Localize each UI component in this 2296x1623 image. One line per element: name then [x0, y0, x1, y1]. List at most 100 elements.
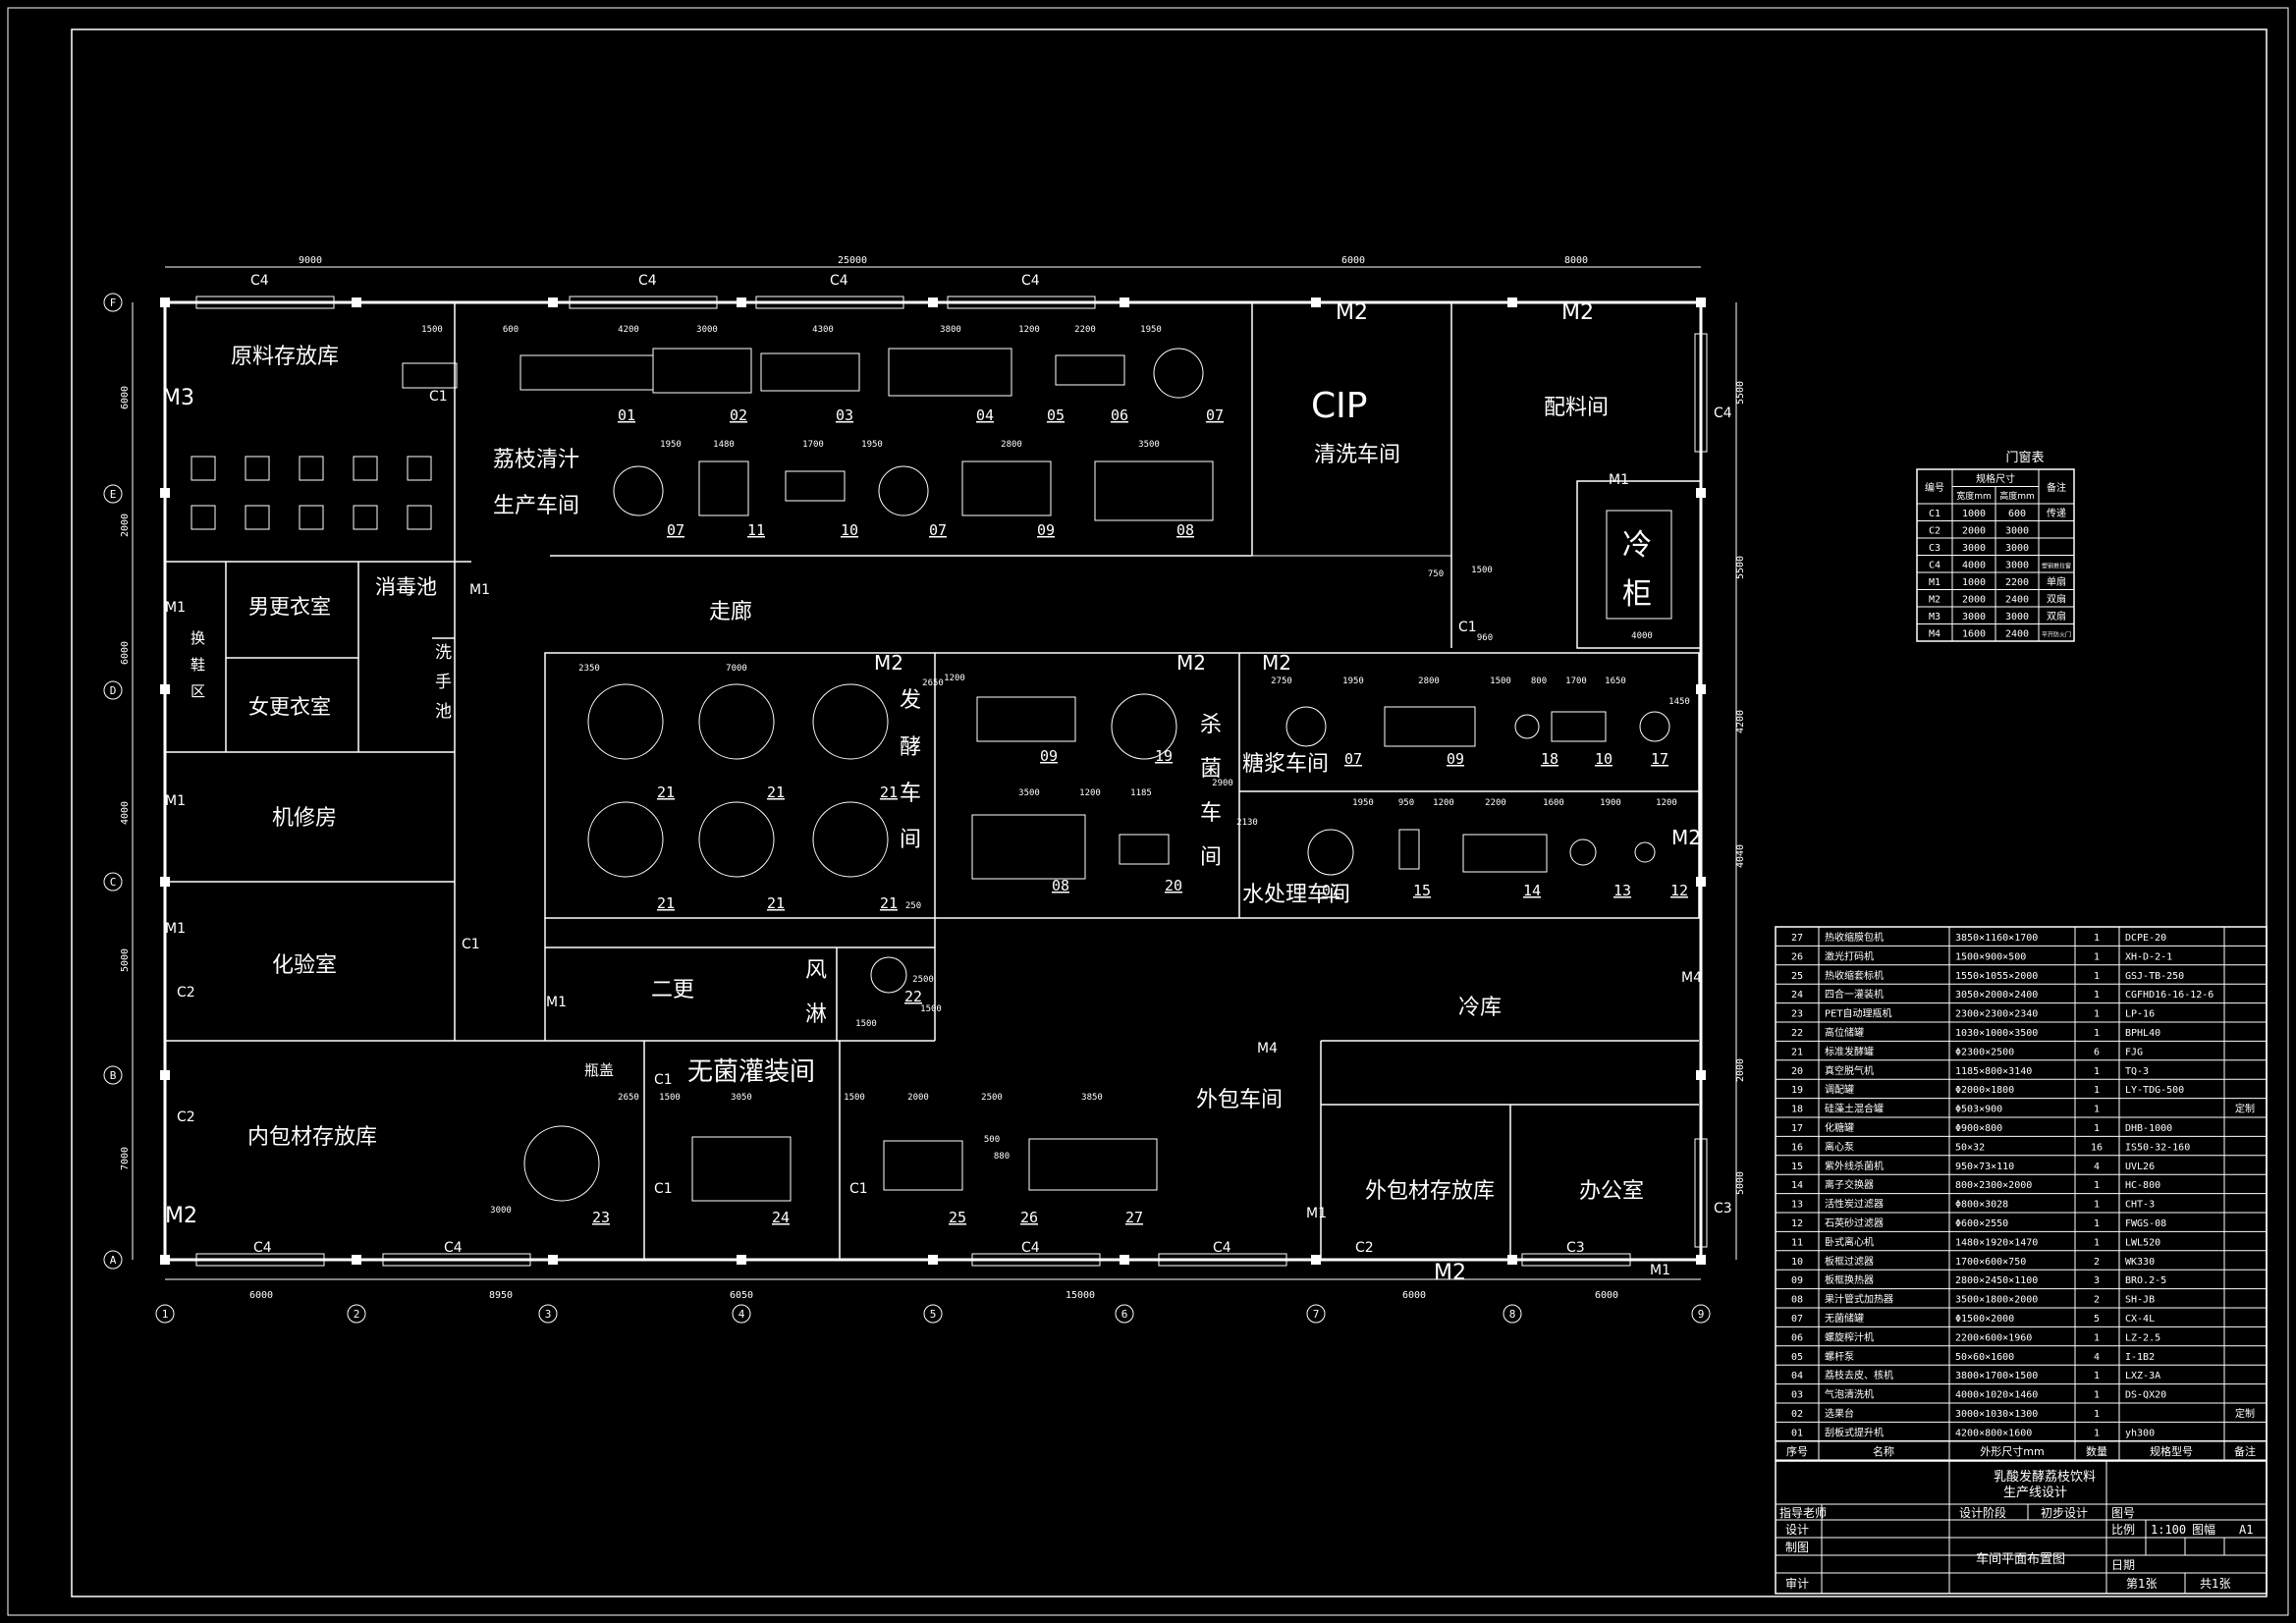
svg-text:板框过滤器: 板框过滤器 — [1825, 1255, 1874, 1268]
equipment-number: 17 — [1651, 750, 1668, 768]
svg-text:M1: M1 — [1929, 577, 1941, 588]
room-handwash-1: 洗 — [435, 643, 452, 663]
svg-text:1185×800×3140: 1185×800×3140 — [1955, 1066, 2032, 1077]
svg-text:08: 08 — [1791, 1295, 1803, 1306]
dimension-lines — [132, 266, 1737, 1280]
dimension-misc: 2650 — [618, 1093, 639, 1103]
svg-text:3050×2000×2400: 3050×2000×2400 — [1955, 990, 2038, 1001]
room-cold-cabinet-2: 柜 — [1622, 577, 1652, 612]
dimension-misc: 2200 — [1485, 798, 1506, 808]
equipment-number: 21 — [657, 784, 675, 801]
svg-text:1700×600×750: 1700×600×750 — [1955, 1257, 2026, 1268]
svg-text:1600: 1600 — [1962, 629, 1986, 640]
dimension-misc: 1185 — [1130, 788, 1152, 798]
room-aseptic: 无菌灌装间 — [687, 1057, 815, 1087]
dimension-misc: 880 — [994, 1152, 1010, 1162]
dimension-misc: 4000 — [1631, 631, 1653, 641]
room-change2: 二更 — [651, 978, 694, 1002]
svg-text:外形尺寸mm: 外形尺寸mm — [1980, 1444, 2044, 1458]
window-c4-4: C4 — [1021, 273, 1040, 289]
svg-text:离心泵: 离心泵 — [1825, 1140, 1854, 1153]
grid-row-F: F — [103, 293, 123, 312]
svg-text:序号: 序号 — [1786, 1444, 1808, 1458]
window-c3-2: C3 — [1714, 1201, 1732, 1217]
svg-text:定制: 定制 — [2235, 1407, 2255, 1420]
svg-text:Φ600×2550: Φ600×2550 — [1955, 1218, 2008, 1229]
room-handwash-3: 池 — [435, 702, 452, 722]
svg-text:Φ900×800: Φ900×800 — [1955, 1123, 2002, 1134]
svg-text:05: 05 — [1791, 1352, 1803, 1363]
door-m1-shoe: M1 — [165, 600, 186, 616]
tb-total: 共1张 — [2200, 1577, 2231, 1591]
tb-drawing-no: 图号 — [2111, 1506, 2135, 1520]
svg-text:FWGS-08: FWGS-08 — [2125, 1218, 2166, 1229]
svg-text:20: 20 — [1791, 1066, 1803, 1077]
room-labels: 原料存放库 荔枝清汁 生产车间 CIP 清洗车间 配料间 冷 柜 走廊 男更衣室… — [191, 345, 1652, 1204]
grid-row-D: D — [103, 680, 123, 700]
window-c1-4: C1 — [654, 1072, 673, 1088]
svg-text:LXZ-3A: LXZ-3A — [2125, 1371, 2160, 1381]
door-table-title: 门窗表 — [2005, 450, 2044, 465]
dimension-misc: 3500 — [1018, 788, 1040, 798]
svg-text:1: 1 — [2094, 1105, 2100, 1115]
top-dimension: 6000 — [1341, 255, 1365, 266]
svg-text:1: 1 — [2094, 933, 2100, 944]
svg-text:2400: 2400 — [2005, 595, 2029, 606]
svg-text:双扇: 双扇 — [2047, 593, 2066, 606]
svg-text:600: 600 — [2008, 509, 2026, 519]
svg-text:高位储罐: 高位储罐 — [1825, 1026, 1864, 1039]
door-marks: M2 M2 M3 M2 M2 M2 M2 M2 M2 M1 M1 M1 M1 M… — [162, 273, 1732, 1285]
door-m1-repair: M1 — [165, 793, 186, 809]
door-m1-office: M1 — [1650, 1263, 1670, 1278]
grid-col-label: 1 — [162, 1308, 169, 1321]
svg-text:CHT-3: CHT-3 — [2125, 1200, 2155, 1211]
dimension-misc: 1650 — [1605, 676, 1626, 686]
svg-text:1: 1 — [2094, 1237, 2100, 1248]
dimension-misc: 3850 — [1081, 1093, 1103, 1103]
svg-text:DHB-1000: DHB-1000 — [2125, 1123, 2172, 1134]
dimension-misc: 2500 — [981, 1093, 1003, 1103]
right-dimension: 2000 — [1735, 1058, 1746, 1082]
window-c2-1: C2 — [177, 985, 195, 1001]
svg-text:DCPE-20: DCPE-20 — [2125, 933, 2166, 944]
svg-text:1: 1 — [2094, 1428, 2100, 1438]
window-c4-3: C4 — [830, 273, 848, 289]
svg-text:4200×800×1600: 4200×800×1600 — [1955, 1428, 2032, 1438]
svg-text:4000×1020×1460: 4000×1020×1460 — [1955, 1390, 2038, 1401]
svg-text:1480×1920×1470: 1480×1920×1470 — [1955, 1237, 2038, 1248]
svg-text:11: 11 — [1791, 1237, 1803, 1248]
svg-text:02: 02 — [1791, 1409, 1803, 1420]
svg-text:22: 22 — [1791, 1028, 1803, 1039]
svg-text:1: 1 — [2094, 1218, 2100, 1229]
tb-scale-label: 比例 — [2111, 1523, 2135, 1537]
dimension-misc: 1500 — [855, 1019, 877, 1029]
tb-stage-value: 初步设计 — [2041, 1506, 2088, 1520]
dimension-misc: 1500 — [920, 1004, 942, 1014]
svg-text:4: 4 — [2094, 1352, 2100, 1363]
equipment-number: 24 — [772, 1209, 790, 1226]
grid-col-label: 2 — [354, 1308, 360, 1321]
room-water: 水处理车间 — [1242, 883, 1350, 907]
door-m1-change2: M1 — [546, 995, 567, 1010]
door-m1-outer-pack: M1 — [1306, 1206, 1327, 1221]
dimension-misc: 2750 — [1271, 676, 1292, 686]
grid-row-B: B — [103, 1065, 123, 1085]
svg-text:3000: 3000 — [1962, 612, 1986, 622]
grid-row-label: D — [110, 684, 117, 697]
equipment-number: 02 — [730, 406, 747, 424]
dimension-misc: 1950 — [1342, 676, 1364, 686]
equipment-number: 08 — [1176, 521, 1194, 539]
grid-col-label: 7 — [1313, 1308, 1320, 1321]
equipment-number: 14 — [1523, 882, 1541, 899]
svg-text:C3: C3 — [1929, 543, 1941, 554]
equipment-number: 07 — [1344, 750, 1362, 768]
svg-text:C2: C2 — [1929, 526, 1941, 537]
svg-text:SH-JB: SH-JB — [2125, 1295, 2155, 1306]
right-dimension: 4040 — [1735, 844, 1746, 868]
tb-review: 审计 — [1785, 1576, 1809, 1591]
svg-text:2: 2 — [2094, 1295, 2100, 1306]
dimension-row2: 1950 — [660, 440, 682, 450]
